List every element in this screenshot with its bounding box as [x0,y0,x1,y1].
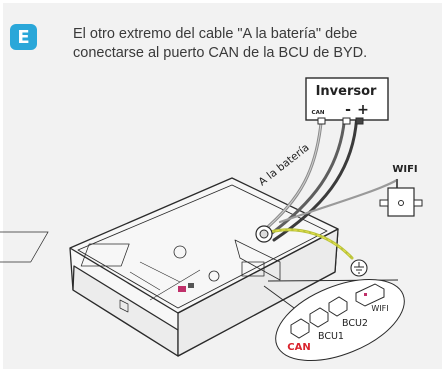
bcu-wifi-label: WIFI [371,304,388,313]
inverter-box: Inversor CAN - + [305,77,389,125]
instruction-text: El otro extremo del cable "A la batería"… [73,26,368,61]
bcu-can-label: CAN [287,342,310,353]
inverter-can-port [317,117,326,125]
inverter-title: Inversor [316,84,377,99]
inverter-plus-port [355,117,364,125]
wifi-module: WIFI [379,164,423,217]
inverter-plus-label: + [357,102,369,118]
inverter-can-label: CAN [312,110,325,116]
bcu2-label: BCU2 [342,318,368,329]
inverter-minus-port [342,117,351,125]
step-badge: E [10,24,37,50]
ground-symbol-icon [350,259,368,277]
bcu-port-detail: CAN BCU1 BCU2 WIFI [275,278,405,362]
bcu1-label: BCU1 [318,331,344,342]
wifi-title: WIFI [392,164,417,175]
inverter-minus-label: - [345,102,351,118]
cable-bundle [255,110,399,260]
